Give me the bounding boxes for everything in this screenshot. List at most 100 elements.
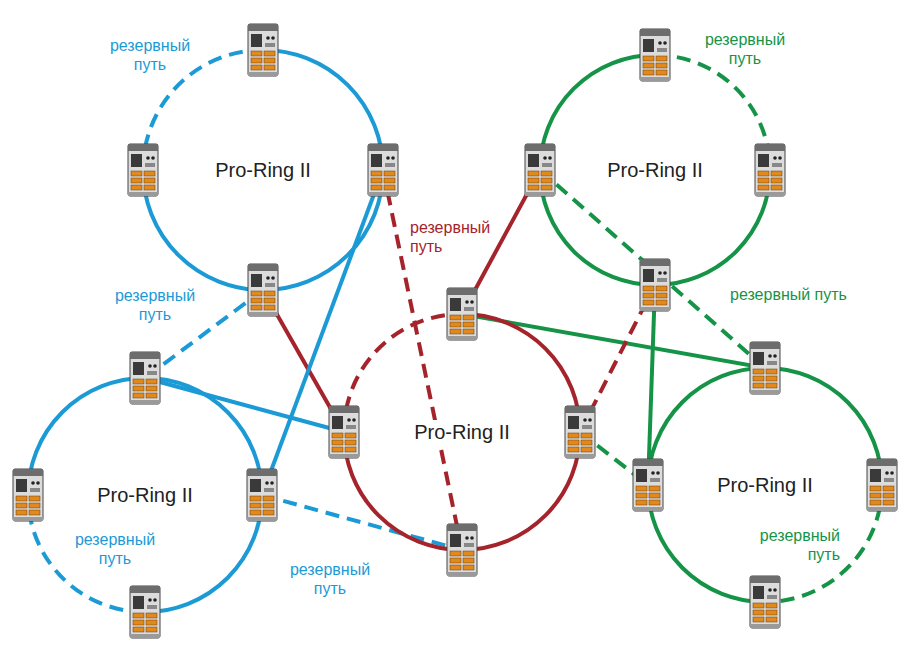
switch-port-small (145, 163, 155, 167)
switch-port (251, 291, 262, 296)
switch-port (870, 500, 881, 505)
switch-port-small (884, 478, 894, 482)
switch-cap (248, 264, 278, 271)
switch-port (251, 58, 262, 63)
switch-icon (368, 144, 398, 196)
switch-port (29, 510, 40, 515)
switch-port (753, 376, 764, 381)
switch-icon (248, 264, 278, 316)
switch-port (656, 56, 667, 61)
switch-panel (643, 269, 654, 282)
switch-port (133, 620, 144, 625)
switch-port (133, 386, 144, 391)
switch-icon (525, 144, 555, 196)
switch-cap (130, 352, 160, 359)
switch-panel (450, 298, 461, 311)
switch-port-small (767, 361, 777, 365)
ring-main-path (143, 50, 383, 290)
switch-port (250, 503, 261, 508)
switch-port (528, 185, 539, 190)
switch-port (463, 315, 474, 320)
switch-port (131, 171, 142, 176)
switch-port (263, 496, 274, 501)
switch-port (643, 286, 654, 291)
label-box: резервный путь (105, 286, 205, 324)
switch-cap (640, 29, 670, 36)
ring-main-path (648, 368, 882, 602)
switch-icon (13, 469, 43, 521)
switch-port (146, 393, 157, 398)
switch-body (750, 342, 780, 394)
switch-base (128, 192, 158, 196)
switch-led (890, 471, 894, 475)
switch-cap (750, 342, 780, 349)
switch-port (131, 178, 142, 183)
switch-port (643, 70, 654, 75)
switch-port (766, 603, 777, 608)
backup-path-label: резервный путь (105, 286, 205, 324)
switch-led (386, 156, 390, 160)
switch-led (583, 418, 587, 422)
switch-port (541, 178, 552, 183)
switch-port-small (767, 595, 777, 599)
ring-node: Pro-Ring II (143, 50, 383, 290)
switch-icon (640, 29, 670, 81)
switch-port (263, 510, 274, 515)
label-box: резервный путь (100, 36, 200, 74)
switch-port (463, 558, 474, 563)
switch-port (345, 447, 356, 452)
switch-port (753, 603, 764, 608)
switch-led (36, 481, 40, 485)
switch-port (753, 617, 764, 622)
switch-icon (128, 144, 158, 196)
switch-body (130, 586, 160, 638)
switch-panel (568, 416, 579, 429)
switch-icon (750, 576, 780, 628)
switch-port (133, 393, 144, 398)
switch-icon (750, 342, 780, 394)
switch-port (345, 433, 356, 438)
switch-base (755, 192, 785, 196)
switch-body (633, 459, 663, 511)
switch-base (368, 192, 398, 196)
switch-port (870, 486, 881, 491)
switch-port (263, 503, 274, 508)
switch-led (768, 354, 772, 358)
ring-node: Pro-Ring II (28, 378, 262, 612)
switch-led (352, 418, 356, 422)
switch-body (247, 469, 277, 521)
switch-port (251, 298, 262, 303)
switch-cap (447, 288, 477, 295)
switch-base (329, 454, 359, 458)
backup-path-label: резервный путь (100, 36, 200, 74)
switch-port (656, 300, 667, 305)
ring-title: Pro-Ring II (212, 158, 314, 182)
switch-port (146, 613, 157, 618)
switch-port (29, 503, 40, 508)
switch-panel (16, 479, 27, 492)
switch-port (766, 383, 777, 388)
link-line (262, 495, 462, 550)
switch-icon (248, 24, 278, 76)
ring-title: Pro-Ring II (94, 483, 196, 507)
switch-led (663, 41, 667, 45)
switch-port-small (657, 48, 667, 52)
switch-led (266, 276, 270, 280)
switch-port (332, 447, 343, 452)
backup-path-label: резервный путь (280, 560, 380, 598)
ring-title: Pro-Ring II (411, 420, 513, 444)
switch-port (649, 500, 660, 505)
switch-port (528, 171, 539, 176)
switch-cap (565, 406, 595, 413)
switch-port (371, 185, 382, 190)
switch-led (391, 156, 395, 160)
switch-port (568, 440, 579, 445)
switch-port (345, 440, 356, 445)
switch-port (264, 298, 275, 303)
switch-icon (247, 469, 277, 521)
switch-base (247, 517, 277, 521)
switch-panel (133, 362, 144, 375)
switch-port (643, 300, 654, 305)
switch-port-small (264, 488, 274, 492)
